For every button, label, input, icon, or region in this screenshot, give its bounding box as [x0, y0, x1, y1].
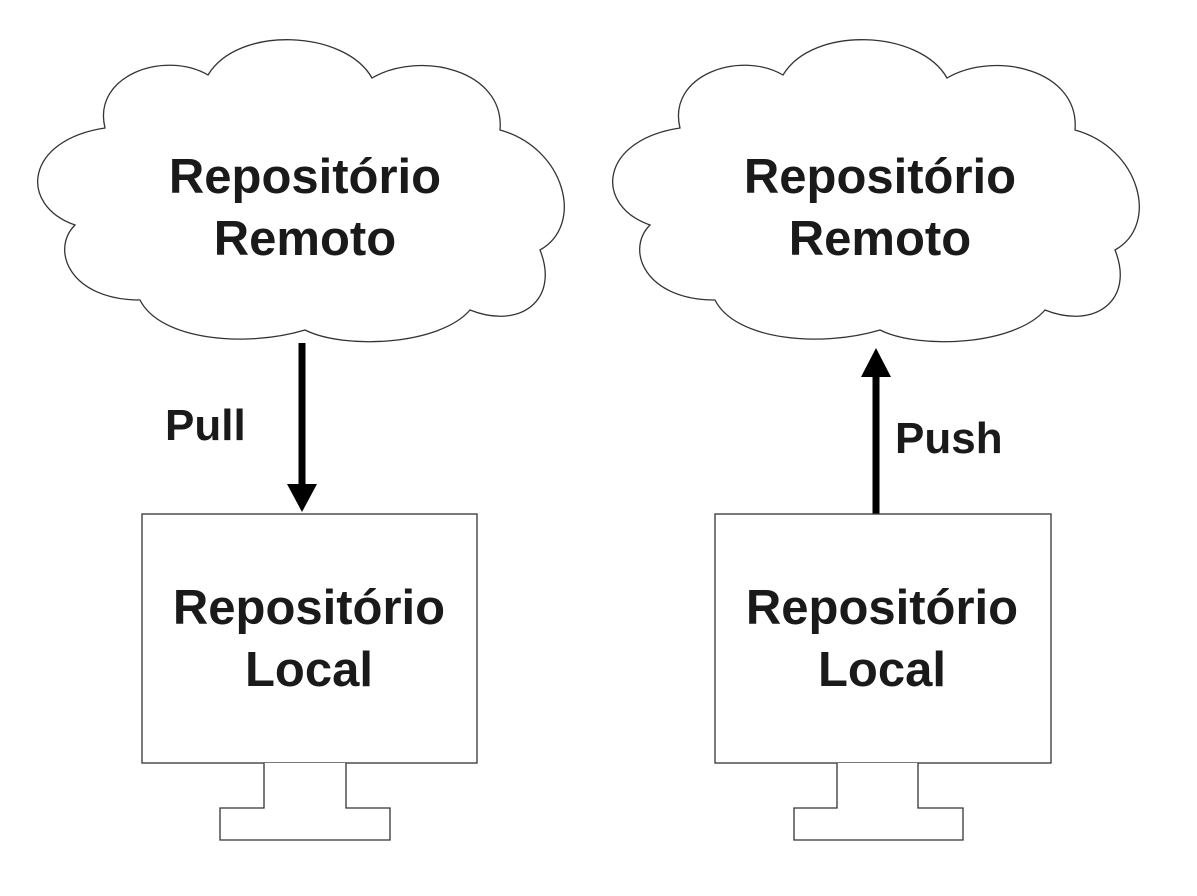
left-local-line2: Local: [245, 643, 373, 697]
push-label: Push: [895, 414, 1003, 463]
push-arrow: [861, 348, 891, 514]
left-local-repository-computer: Repositório Local: [141, 513, 478, 841]
pull-arrow: [287, 343, 317, 512]
pull-label: Pull: [165, 401, 246, 450]
cloud-icon: [612, 39, 1140, 343]
right-panel: Repositório Remoto Push Repositório Loca…: [612, 39, 1140, 841]
arrow-up-icon: [861, 348, 891, 377]
right-local-repository-computer: Repositório Local: [714, 513, 1052, 841]
arrow-down-icon: [287, 484, 317, 512]
left-remote-line1: Repositório: [169, 150, 441, 204]
left-remote-line2: Remoto: [214, 212, 396, 266]
right-local-line2: Local: [818, 643, 946, 697]
cloud-icon: [37, 39, 565, 343]
monitor-stand-icon: [793, 763, 964, 841]
left-local-line1: Repositório: [173, 581, 445, 635]
right-remote-line1: Repositório: [744, 150, 1016, 204]
monitor-icon: [141, 513, 478, 764]
left-remote-repository-cloud: Repositório Remoto: [37, 39, 565, 343]
monitor-icon: [714, 513, 1052, 764]
monitor-stand-icon: [219, 763, 391, 841]
right-remote-repository-cloud: Repositório Remoto: [612, 39, 1140, 343]
right-local-line1: Repositório: [746, 581, 1018, 635]
left-panel: Repositório Remoto Pull Repositório Loca…: [37, 39, 565, 841]
right-remote-line2: Remoto: [789, 212, 971, 266]
